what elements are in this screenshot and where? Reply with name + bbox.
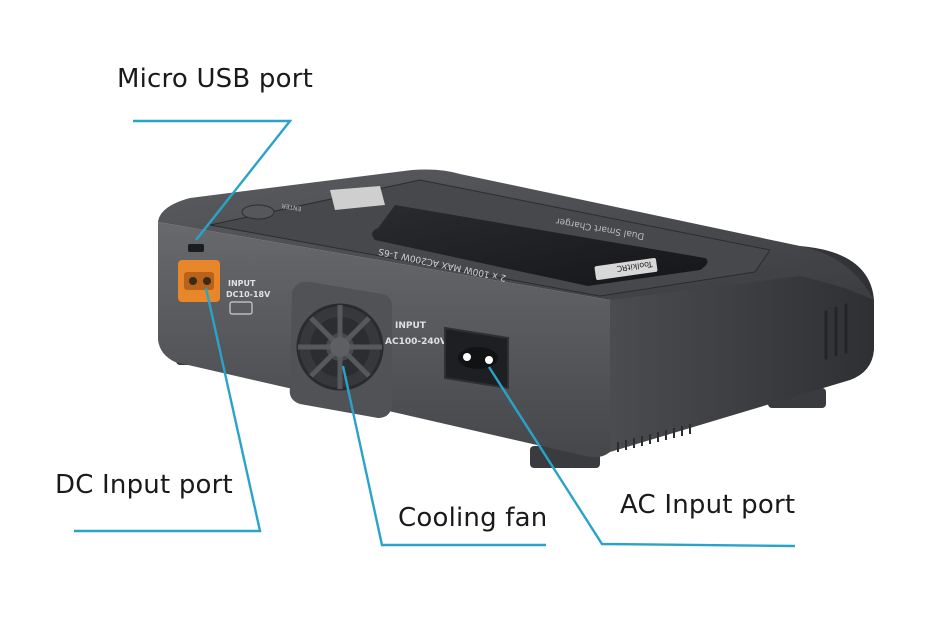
dc-panel-line1: INPUT bbox=[228, 279, 256, 288]
dc-input-port[interactable] bbox=[178, 260, 220, 302]
top-sticker bbox=[330, 186, 385, 210]
ac-panel-line2: AC100-240V bbox=[385, 337, 447, 347]
callout-line-cooling-fan bbox=[341, 365, 546, 547]
callout-line-micro-usb bbox=[133, 119, 293, 241]
brand-badge-bg bbox=[594, 258, 658, 280]
callout-micro-usb-port: Micro USB port bbox=[117, 64, 313, 94]
side-vents bbox=[824, 303, 848, 360]
callout-cooling-fan: Cooling fan bbox=[398, 503, 548, 533]
callout-dc-input-port: DC Input port bbox=[55, 470, 233, 500]
enter-button[interactable] bbox=[241, 204, 275, 220]
callout-line-ac-input bbox=[487, 366, 796, 548]
dc-panel-line2: DC10-18V bbox=[226, 290, 271, 299]
callout-line-dc-input bbox=[74, 287, 262, 533]
cooling-fan bbox=[296, 303, 384, 391]
callout-ac-input-port: AC Input port bbox=[620, 490, 796, 520]
callout-lines bbox=[74, 119, 796, 548]
dc-polarity-icon bbox=[229, 301, 253, 315]
device-side-face bbox=[610, 246, 874, 452]
ac-panel-line1: INPUT bbox=[395, 321, 427, 331]
bottom-vents bbox=[617, 424, 691, 452]
micro-usb-port[interactable] bbox=[188, 244, 204, 252]
ac-input-port[interactable] bbox=[444, 326, 509, 390]
enter-caption: ENTER bbox=[281, 202, 302, 212]
